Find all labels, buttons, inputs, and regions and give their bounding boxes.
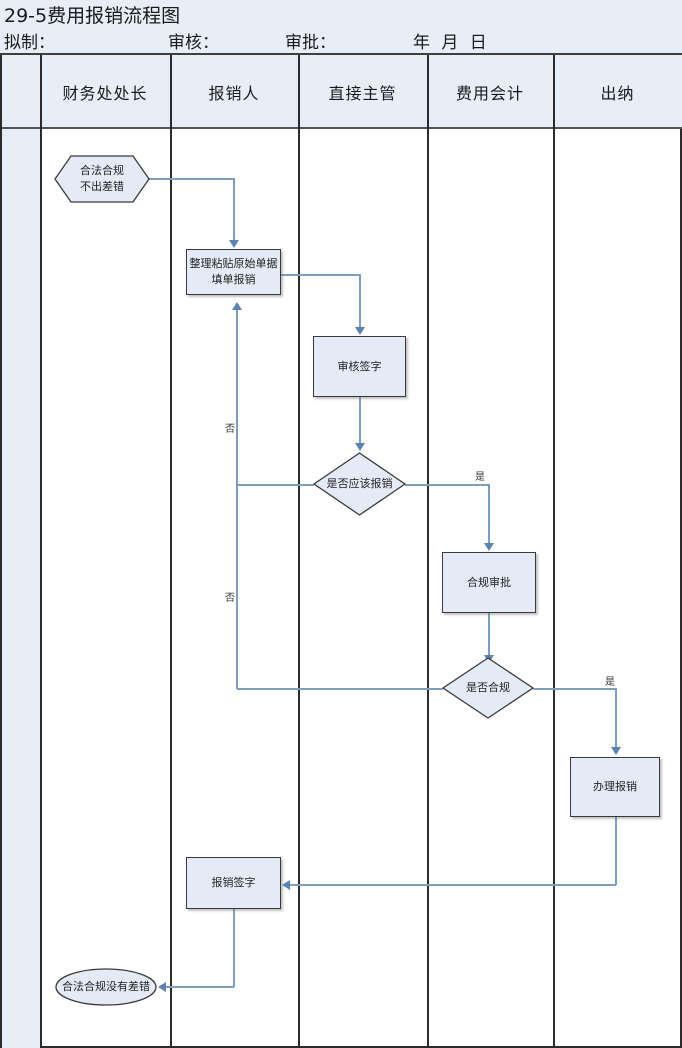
lane-divider-3 bbox=[298, 55, 300, 1048]
connector-start-to-prepare-h bbox=[148, 178, 234, 180]
connector-prepare-to-review-v bbox=[359, 274, 361, 328]
meta-field-drafted: 拟制： bbox=[4, 33, 55, 53]
connector-start-to-prepare-v bbox=[233, 178, 235, 241]
lane-header-finance-director: 财务处处长 bbox=[62, 84, 148, 103]
node-review-and-sign: 审核签字 bbox=[313, 336, 406, 397]
node-decision2-label: 是否合规 bbox=[466, 681, 510, 695]
edge-label-yes-lower: 是 bbox=[604, 677, 616, 688]
node-reimbursement-label: 办理报销 bbox=[593, 780, 637, 794]
connector-cashier-to-sign-v bbox=[615, 817, 617, 885]
lane-header-direct-supervisor: 直接主管 bbox=[328, 84, 397, 103]
meta-field-reviewed: 审核： bbox=[168, 33, 219, 53]
diamond-shape bbox=[312, 452, 407, 516]
arrowhead-to-decision1 bbox=[355, 443, 365, 451]
edge-label-no-lower: 否 bbox=[224, 593, 236, 604]
connector-decision2-yes-h bbox=[533, 688, 617, 690]
arrowhead-to-sign bbox=[282, 880, 290, 890]
node-compliance-label: 合规审批 bbox=[467, 575, 511, 589]
title-block: 29-5费用报销流程图 拟制： 审核： 审批： 年 月 日 bbox=[0, 0, 682, 55]
node-start-line1: 合法合规 bbox=[80, 164, 124, 178]
node-review-label: 审核签字 bbox=[337, 359, 382, 373]
node-sign-label: 报销签字 bbox=[211, 876, 256, 890]
page-title: 29-5费用报销流程图 bbox=[4, 5, 181, 27]
lane-divider-1 bbox=[40, 55, 42, 1048]
node-end-label: 合法合规没有差错 bbox=[62, 980, 150, 994]
arrowhead-to-prepare bbox=[229, 240, 239, 248]
connector-decision2-no-h bbox=[237, 688, 443, 690]
connector-decision2-yes-v bbox=[615, 688, 617, 748]
node-start-label: 合法合规 不出差错 bbox=[78, 163, 126, 195]
diamond-shape bbox=[441, 657, 535, 719]
node-process-reimbursement: 办理报销 bbox=[570, 757, 660, 817]
arrowhead-to-compliance-approval bbox=[484, 543, 494, 551]
connector-decision1-no-h bbox=[237, 484, 314, 486]
meta-field-date: 年 月 日 bbox=[413, 33, 490, 53]
node-prepare-line1: 整理粘贴原始单据 bbox=[189, 257, 278, 271]
swimlane-grid: 财务处处长 报销人 直接主管 费用会计 出纳 bbox=[0, 55, 682, 1048]
lane-divider-5 bbox=[553, 55, 555, 1048]
node-decision1-label: 是否应该报销 bbox=[326, 477, 393, 491]
arrowhead-to-review bbox=[355, 327, 365, 335]
node-start-legal-compliant: 合法合规 不出差错 bbox=[54, 155, 150, 203]
ellipse-shape bbox=[55, 968, 157, 1006]
connector-approval-to-decision2 bbox=[488, 613, 490, 657]
meta-field-approved: 审批： bbox=[285, 33, 336, 53]
lane-header-cashier: 出纳 bbox=[600, 84, 635, 103]
node-prepare-line2: 填单报销 bbox=[211, 273, 256, 286]
arrowhead-to-end bbox=[158, 982, 166, 992]
edge-label-no-upper: 否 bbox=[224, 424, 236, 435]
connector-cashier-to-sign-h bbox=[290, 884, 616, 886]
connector-sign-to-end-h bbox=[166, 986, 234, 988]
node-decision-is-compliant: 是否合规 bbox=[441, 657, 535, 719]
lane-divider-4 bbox=[427, 55, 429, 1048]
connector-decision1-yes-h bbox=[405, 484, 489, 486]
hexagon-shape bbox=[54, 155, 150, 203]
lane-divider-2 bbox=[170, 55, 172, 1048]
lane-header-row: 财务处处长 报销人 直接主管 费用会计 出纳 bbox=[2, 55, 682, 129]
connector-decision1-yes-v bbox=[488, 484, 490, 544]
node-decision-should-reimburse: 是否应该报销 bbox=[312, 452, 407, 516]
node-compliance-approval: 合规审批 bbox=[442, 552, 536, 613]
edge-label-yes-upper: 是 bbox=[474, 472, 486, 483]
lane-header-expense-accountant: 费用会计 bbox=[455, 84, 524, 103]
connector-review-to-decision1 bbox=[359, 397, 361, 445]
node-sign-reimbursement: 报销签字 bbox=[186, 857, 281, 909]
lane-header-claimant: 报销人 bbox=[208, 84, 260, 103]
connector-prepare-to-review-h bbox=[281, 274, 361, 276]
corner-column bbox=[2, 55, 40, 1048]
connector-return-trunk bbox=[236, 309, 238, 689]
node-end-no-errors: 合法合规没有差错 bbox=[55, 968, 157, 1006]
connector-sign-to-end-v bbox=[233, 909, 235, 987]
node-start-line2: 不出差错 bbox=[80, 180, 124, 193]
arrowhead-return-to-prepare bbox=[232, 302, 242, 310]
arrowhead-to-process-reimbursement bbox=[611, 747, 621, 755]
node-prepare-documents: 整理粘贴原始单据 填单报销 bbox=[186, 249, 281, 295]
node-prepare-label: 整理粘贴原始单据 填单报销 bbox=[188, 256, 280, 288]
